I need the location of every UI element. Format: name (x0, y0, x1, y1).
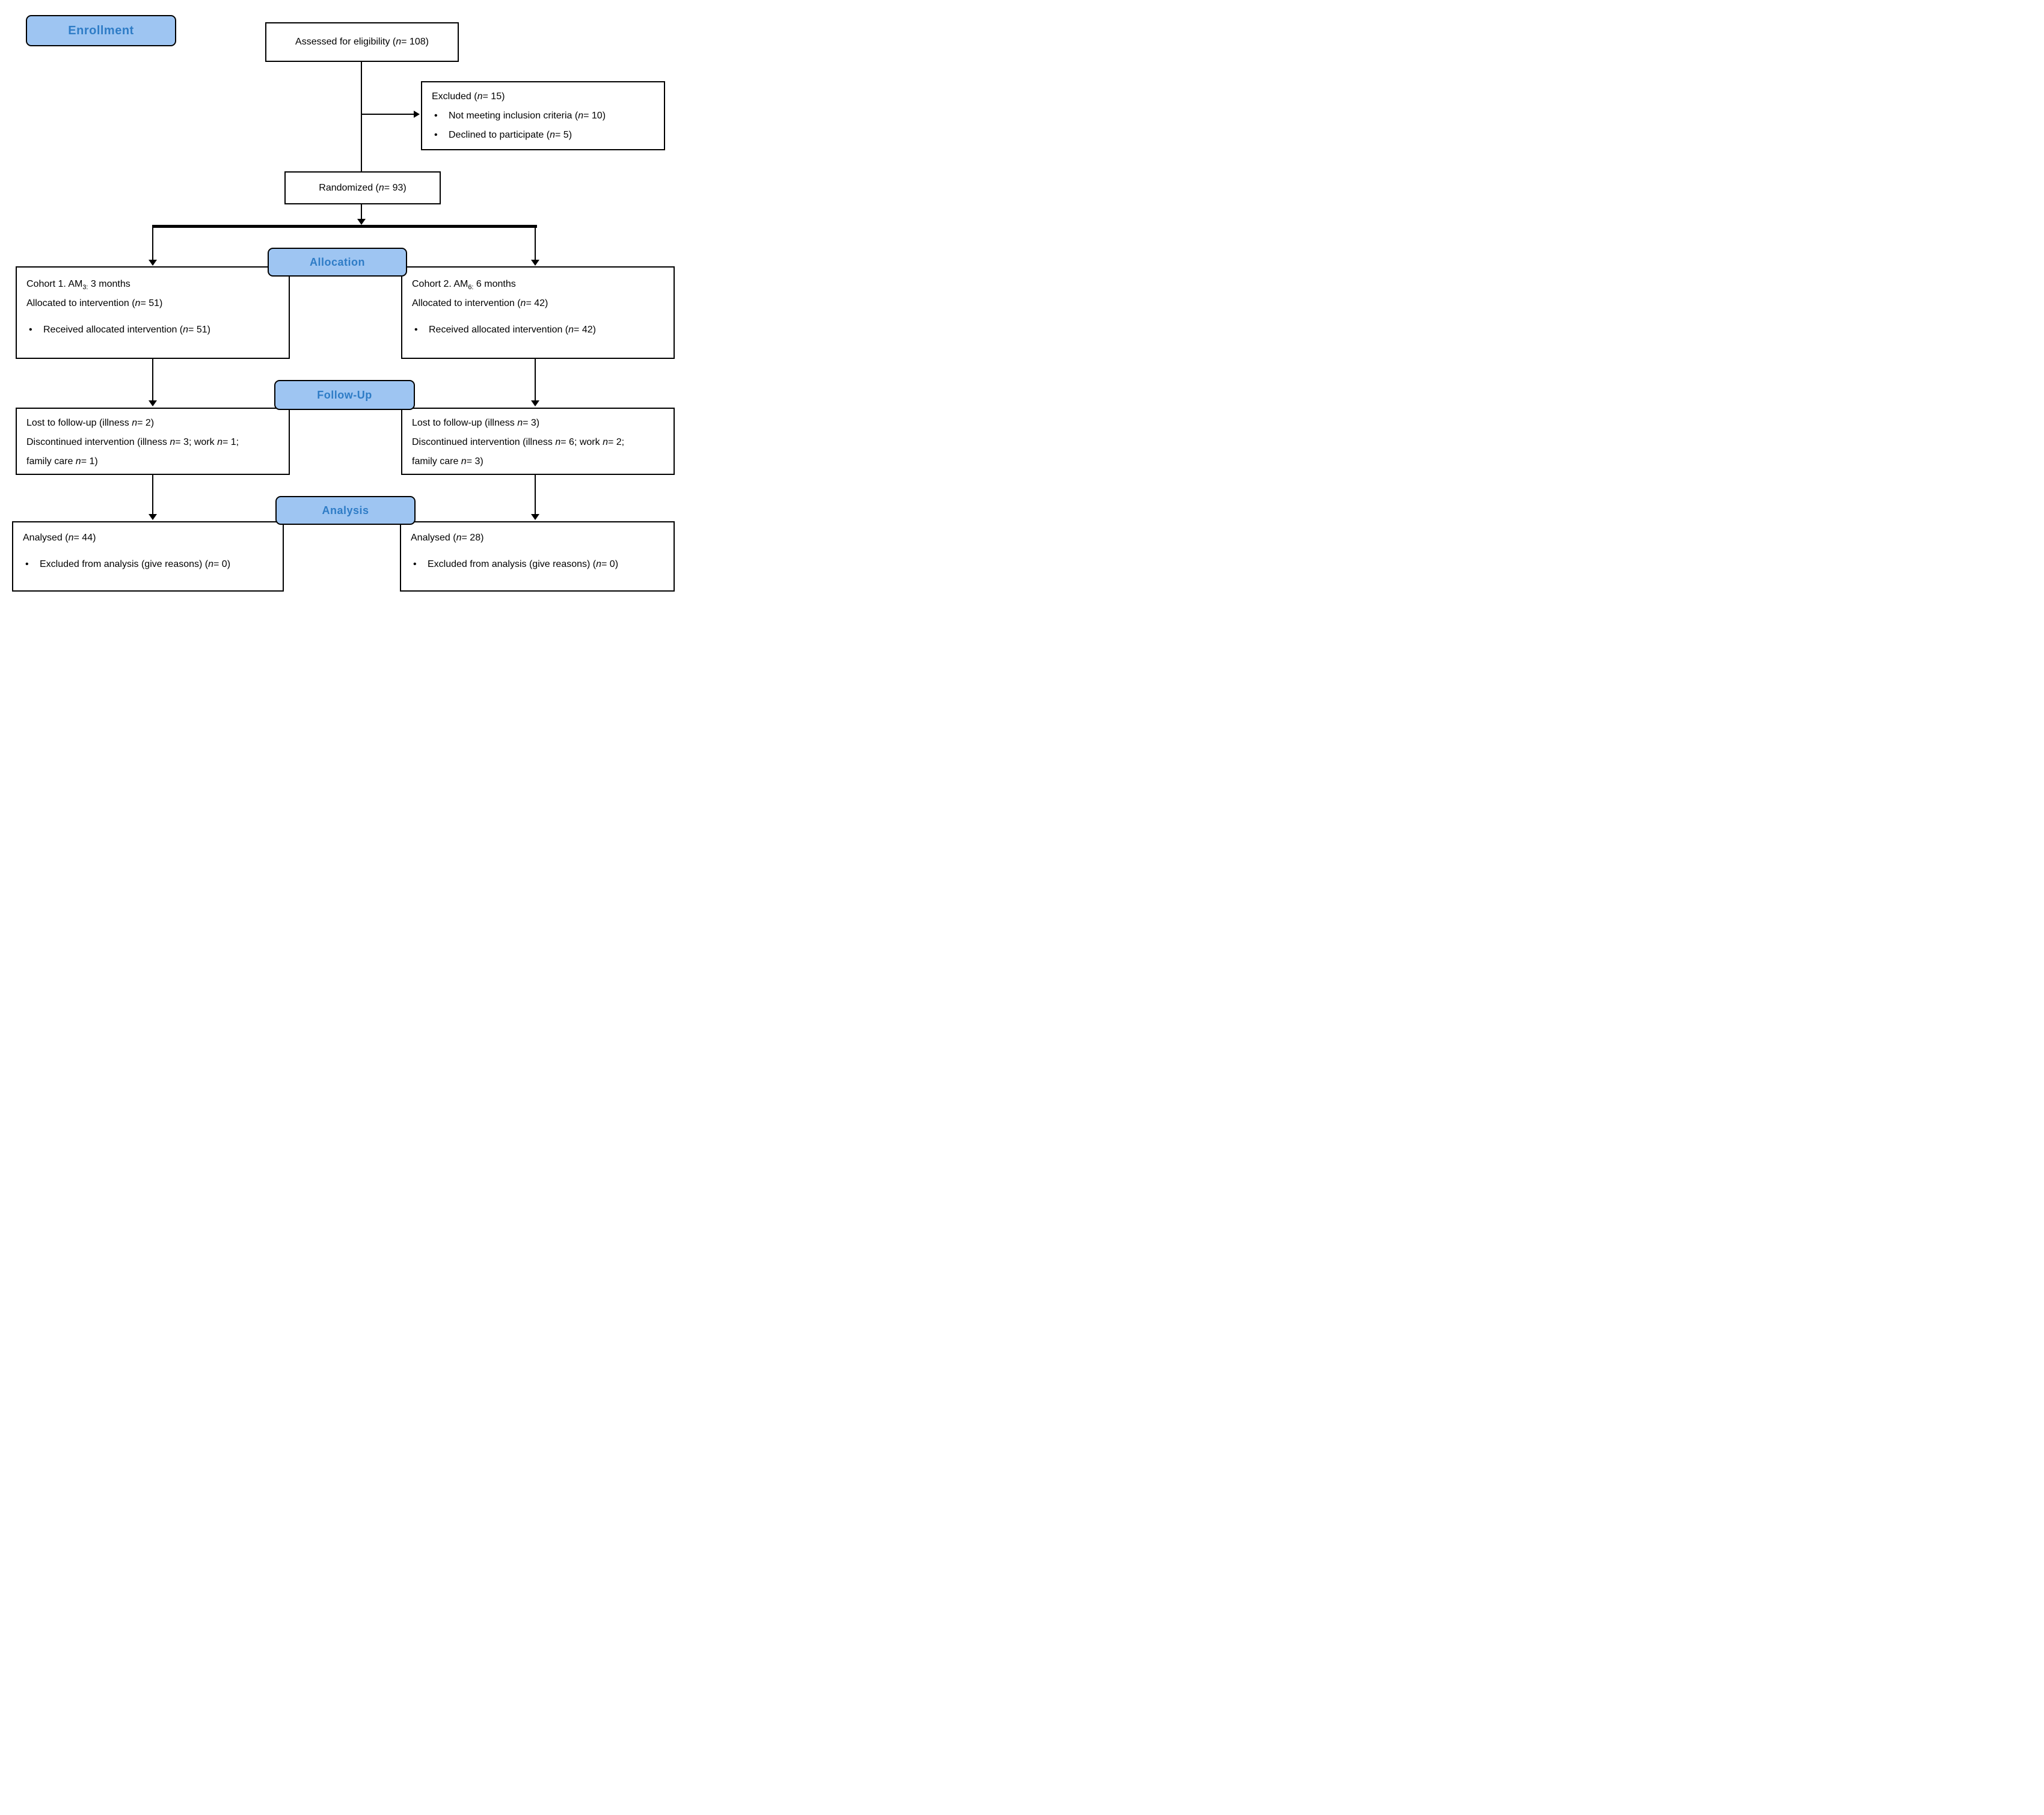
excluded-bullet-item: • Not meeting inclusion criteria (n= 10) (432, 106, 659, 126)
bullet-icon: • (434, 111, 438, 121)
bullet-icon: • (413, 559, 417, 569)
stage-badge-allocation: Allocation (268, 248, 407, 277)
arrowhead-cohort2-icon (531, 260, 539, 266)
consort-flow-diagram: Enrollment Allocation Follow-Up Analysis… (0, 0, 681, 605)
cohort2-discontinued-text: Discontinued intervention (illness n= 6;… (412, 437, 625, 467)
stage-badge-enrollment: Enrollment (26, 15, 176, 46)
assessed-for-eligibility-box: Assessed for eligibility (n= 108) (265, 22, 459, 62)
arrowhead-followup2-icon (531, 400, 539, 406)
cohort1-analysed-text: Analysed (n= 44) (23, 533, 96, 543)
cohort1-allocated-text: Allocated to intervention (n= 51) (26, 298, 163, 308)
bullet-icon: • (29, 325, 32, 335)
connector-split-to-cohort2 (535, 228, 536, 260)
arrowhead-split-icon (357, 219, 366, 225)
cohort1-allocation-box: Cohort 1. AM3: 3 months Allocated to int… (16, 266, 290, 359)
cohort2-allocated-text: Allocated to intervention (n= 42) (412, 298, 548, 308)
arrowhead-analysis2-icon (531, 514, 539, 520)
connector-cohort1-to-followup (152, 359, 153, 401)
randomized-box: Randomized (n= 93) (284, 171, 441, 204)
arrowhead-cohort1-icon (149, 260, 157, 266)
cohort2-analysis-bullet-text: Excluded from analysis (give reasons) (n… (428, 559, 619, 569)
cohort2-bullet-text: Received allocated intervention (n= 42) (429, 325, 596, 335)
cohort2-follow-up-box: Lost to follow-up (illness n= 3) Discont… (401, 408, 675, 475)
cohort1-analysis-box: Analysed (n= 44) • Excluded from analysi… (12, 521, 284, 592)
arrowhead-analysis1-icon (149, 514, 157, 520)
connector-followup2-to-analysis (535, 475, 536, 515)
cohort1-title: Cohort 1. AM3: 3 months (26, 279, 130, 292)
stage-badge-enrollment-label: Enrollment (68, 23, 134, 37)
cohort2-bullet-item: • Received allocated intervention (n= 42… (412, 320, 669, 340)
cohort1-bullet-item: • Received allocated intervention (n= 51… (26, 320, 284, 340)
cohort1-follow-up-box: Lost to follow-up (illness n= 2) Discont… (16, 408, 290, 475)
arrowhead-excluded-icon (414, 111, 420, 118)
cohort1-discontinued-text: Discontinued intervention (illness n= 3;… (26, 437, 239, 467)
excluded-bullet-item: • Declined to participate (n= 5) (432, 126, 659, 145)
stage-badge-analysis: Analysis (275, 496, 416, 525)
cohort2-allocation-box: Cohort 2. AM6: 6 months Allocated to int… (401, 266, 675, 359)
connector-cohort2-to-followup (535, 359, 536, 401)
stage-badge-analysis-label: Analysis (322, 504, 369, 516)
connector-branch-to-excluded (361, 114, 414, 115)
cohort1-analysis-bullet-text: Excluded from analysis (give reasons) (n… (40, 559, 231, 569)
excluded-bullet-text: Declined to participate (n= 5) (449, 130, 572, 140)
excluded-box: Excluded (n= 15) • Not meeting inclusion… (421, 81, 665, 150)
bullet-icon: • (434, 130, 438, 140)
cohort1-lost-text: Lost to follow-up (illness n= 2) (26, 418, 155, 428)
cohort2-analysis-box: Analysed (n= 28) • Excluded from analysi… (400, 521, 675, 592)
stage-badge-follow-up-label: Follow-Up (317, 388, 372, 401)
split-bar (152, 225, 537, 228)
connector-split-to-cohort1 (152, 228, 153, 260)
excluded-title: Excluded (n= 15) (432, 91, 505, 102)
arrowhead-followup1-icon (149, 400, 157, 406)
bullet-icon: • (414, 325, 418, 335)
cohort2-analysed-text: Analysed (n= 28) (411, 533, 484, 543)
randomized-text: Randomized (n= 93) (319, 182, 407, 193)
stage-badge-allocation-label: Allocation (309, 256, 365, 268)
bullet-icon: • (25, 559, 29, 569)
excluded-bullet-text: Not meeting inclusion criteria (n= 10) (449, 111, 606, 121)
stage-badge-follow-up: Follow-Up (274, 380, 415, 410)
cohort1-analysis-bullet-item: • Excluded from analysis (give reasons) … (23, 555, 278, 574)
cohort1-bullet-text: Received allocated intervention (n= 51) (43, 325, 210, 335)
cohort2-lost-text: Lost to follow-up (illness n= 3) (412, 418, 540, 428)
assessed-for-eligibility-text: Assessed for eligibility (n= 108) (295, 37, 429, 47)
connector-assessed-to-randomized (361, 62, 362, 171)
connector-followup1-to-analysis (152, 475, 153, 515)
cohort2-analysis-bullet-item: • Excluded from analysis (give reasons) … (411, 555, 669, 574)
cohort2-title: Cohort 2. AM6: 6 months (412, 279, 516, 292)
connector-randomized-to-split (361, 204, 362, 220)
